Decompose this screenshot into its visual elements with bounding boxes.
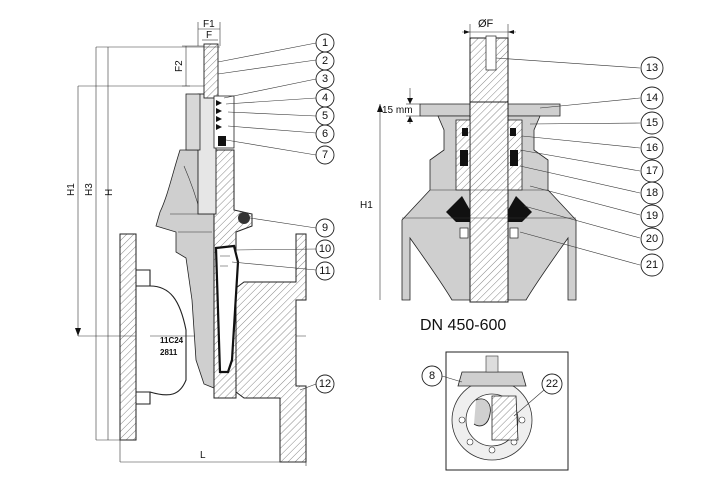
callout-8: 8 — [429, 370, 435, 382]
callout-19: 19 — [646, 210, 658, 222]
callouts-left: 1 2 3 4 5 6 7 9 10 11 12 — [315, 33, 335, 394]
inset-detail: 8 22 — [421, 351, 569, 471]
stem-top — [203, 43, 219, 99]
left-flange — [119, 233, 137, 441]
callout-15: 15 — [646, 117, 658, 129]
callout-5: 5 — [322, 110, 328, 122]
callout-7: 7 — [322, 149, 328, 161]
callout-1: 1 — [322, 37, 328, 49]
dim-f1: F1 — [203, 19, 215, 30]
body-marking-line1: 11C24 — [160, 336, 184, 345]
stem-right — [469, 101, 509, 303]
main-valve-section: 11C24 2811 H1 H3 H F1 F F2 L — [66, 19, 307, 466]
callout-10: 10 — [319, 243, 331, 255]
dim-f: F — [206, 30, 212, 41]
left-leaders — [217, 42, 317, 391]
right-leaders — [495, 57, 641, 266]
dim-h3: H3 — [84, 183, 95, 196]
callout-4: 4 — [322, 92, 328, 104]
dim-h: H — [104, 189, 115, 196]
callout-2: 2 — [322, 55, 328, 67]
dim-f2: F2 — [174, 60, 185, 72]
section-title: DN 450-600 — [420, 317, 506, 334]
callout-21: 21 — [646, 259, 658, 271]
callout-18: 18 — [646, 187, 658, 199]
callout-17: 17 — [646, 165, 658, 177]
right-body — [235, 233, 307, 463]
callout-13: 13 — [646, 62, 658, 74]
dim-15mm: 15 mm — [382, 105, 413, 116]
stem — [197, 93, 217, 215]
callout-20: 20 — [646, 233, 658, 245]
body-marking-line2: 2811 — [160, 348, 178, 357]
callout-3: 3 — [322, 73, 328, 85]
wedge — [214, 244, 240, 374]
dim-l: L — [200, 450, 206, 461]
callout-11: 11 — [319, 265, 330, 277]
callout-9: 9 — [322, 222, 328, 234]
callout-6: 6 — [322, 128, 328, 140]
callout-14: 14 — [646, 92, 658, 104]
callout-12: 12 — [319, 378, 331, 390]
callouts-right: 13 14 15 16 17 18 19 20 21 — [640, 56, 664, 277]
callout-16: 16 — [646, 142, 658, 154]
dim-h1-right: H1 — [360, 200, 373, 211]
dn450-section: ØF 15 mm H1 DN 450-600 — [360, 18, 577, 334]
dim-h1: H1 — [66, 183, 77, 196]
callout-22: 22 — [546, 378, 558, 390]
dim-phi-f: ØF — [478, 18, 494, 30]
